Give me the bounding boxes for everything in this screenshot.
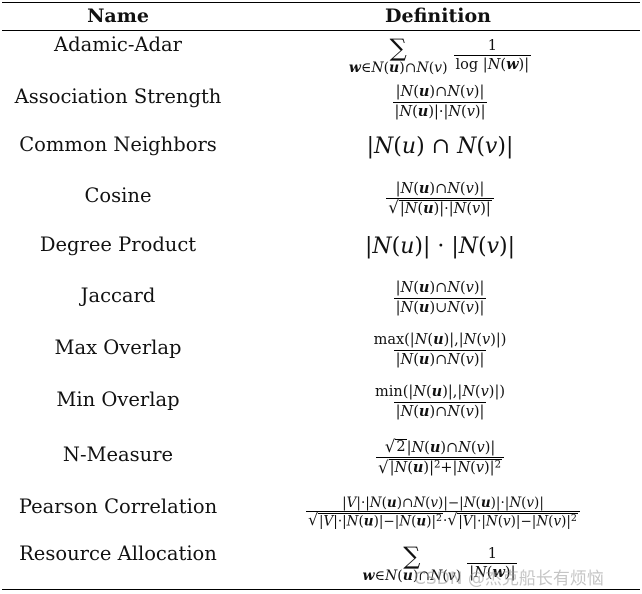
table-row-common-neighbors: Common Neighbors |N(u) ∩ N(v)| [2,128,640,164]
table-row-jaccard: Jaccard |N(u)∩N(v)| |N(u)∪N(v)| [2,276,640,320]
table-row-pearson-correlation: Pearson Correlation |V|·|N(u)∩N(v)|−|N(u… [2,486,640,538]
row-name: Cosine [84,184,152,207]
formula-pearson-correlation: |V|·|N(u)∩N(v)|−|N(u)|·|N(v)| √|V|·|N(u)… [246,486,640,538]
table-top-rule [2,2,640,4]
formula-jaccard: |N(u)∩N(v)| |N(u)∪N(v)| [393,279,487,316]
formula-association-strength: |N(u)∩N(v)| |N(u)|·|N(v)| [392,83,488,120]
formula-min-overlap: min(|N(u)|,|N(v)|) |N(u)∩N(v)| [375,383,505,420]
formula-max-overlap: max(|N(u)|,|N(v)|) |N(u)∩N(v)| [373,331,507,368]
row-name: Adamic-Adar [54,33,182,56]
row-name: Pearson Correlation [18,495,218,518]
formula-degree-product: |N(u)| · |N(v)| [364,233,516,259]
formula-cosine: |N(u)∩N(v)| √|N(u)|·|N(v)| [238,174,642,224]
formula-n-measure: √2|N(u)∩N(v)| √|N(u)|2+|N(v)|2 [238,432,642,484]
row-name: Max Overlap [54,336,182,359]
row-name: Degree Product [39,233,197,256]
table-row-resource-allocation: Resource Allocation ∑ w∈N(u)∩N(v) 1|N(w)… [2,540,640,588]
table-row-min-overlap: Min Overlap min(|N(u)|,|N(v)|) |N(u)∩N(v… [2,380,640,424]
table-bottom-rule [2,589,640,591]
column-header-name: Name [87,5,149,27]
table-row-association-strength: Association Strength |N(u)∩N(v)| |N(u)|·… [2,82,640,122]
row-name: Common Neighbors [19,133,217,156]
watermark: CSDN @杰克船长有烦恼 [414,569,604,589]
row-name: Association Strength [14,85,222,108]
table-row-max-overlap: Max Overlap max(|N(u)|,|N(v)|) |N(u)∩N(v… [2,328,640,372]
row-name: Resource Allocation [19,542,217,565]
formula-common-neighbors: |N(u) ∩ N(v)| [366,133,514,159]
row-name: Jaccard [80,284,156,307]
row-name: Min Overlap [56,388,180,411]
formula-resource-allocation: ∑ w∈N(u)∩N(v) 1|N(w)| [362,542,518,584]
table-row-degree-product: Degree Product |N(u)| · |N(v)| [2,228,640,264]
header-rule [2,30,640,31]
row-name: N-Measure [62,443,174,466]
column-header-definition: Definition [385,5,491,27]
table-row-cosine: Cosine |N(u)∩N(v)| √|N(u)|·|N(v)| [2,174,640,224]
table-row-n-measure: N-Measure √2|N(u)∩N(v)| √|N(u)|2+|N(v)|2 [2,432,640,484]
